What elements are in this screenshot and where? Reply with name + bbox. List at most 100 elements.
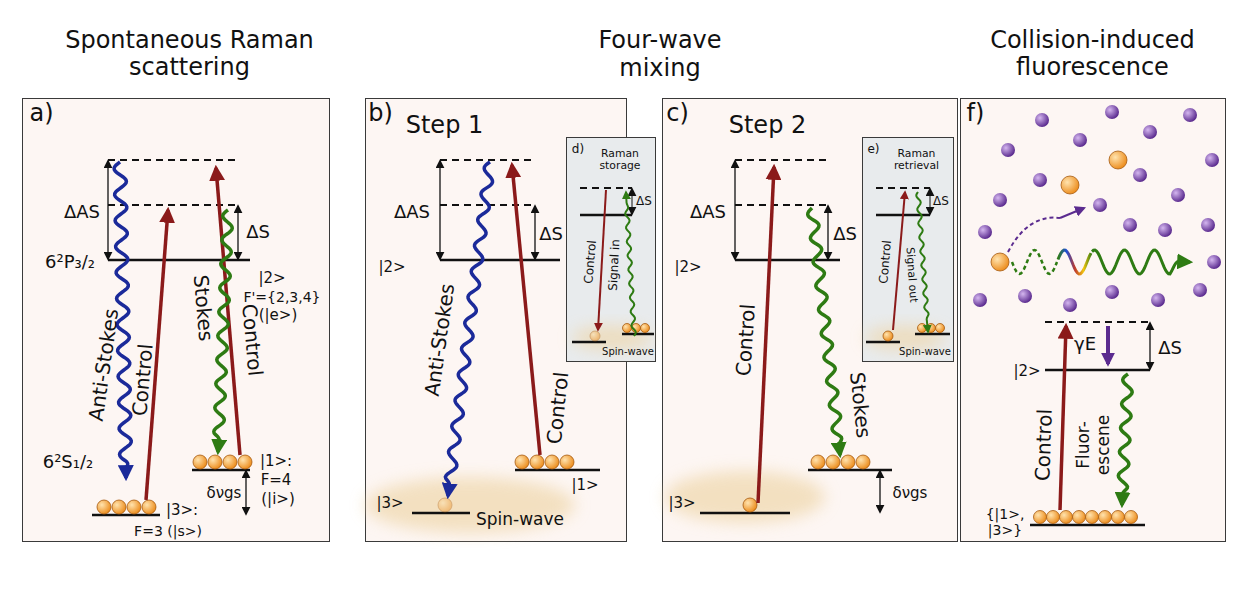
panel-label: c) <box>666 100 689 128</box>
atom <box>238 455 252 469</box>
diagram-label: (|e>) <box>259 307 298 324</box>
collision-path <box>1008 218 1060 252</box>
collision-path <box>1060 208 1084 218</box>
spin-wave-glow <box>665 471 825 523</box>
perturber-atom <box>1193 283 1207 297</box>
decay-arrow <box>1106 326 1110 364</box>
virtual-level <box>876 187 930 189</box>
diagram-label: Control <box>877 240 895 284</box>
diagram-label: F=3 (|s>) <box>134 523 202 539</box>
diagram-label: Control <box>732 303 760 377</box>
atom <box>641 324 650 333</box>
atom <box>127 500 141 514</box>
virtual-level <box>1045 321 1150 323</box>
detuning-arrow <box>1149 323 1150 369</box>
energy-level <box>572 341 606 344</box>
diagram-label: ΔS <box>833 224 857 245</box>
diagram-label: Anti-Stokes <box>421 282 460 397</box>
energy-level <box>192 469 250 472</box>
atom <box>1086 511 1099 524</box>
diagram-label: Signal out <box>903 247 919 303</box>
energy-level <box>735 259 840 262</box>
diagram-label: |1>: <box>260 453 292 470</box>
perturber-atom <box>1201 218 1215 232</box>
energy-level <box>866 341 900 344</box>
perturber-atom <box>1105 105 1119 119</box>
atom <box>1047 511 1060 524</box>
diagram-label: F'={2,3,4} <box>243 289 320 305</box>
photon-wave <box>916 192 928 332</box>
energy-level <box>1045 369 1150 372</box>
diagram-label: γE <box>1074 334 1096 355</box>
diagram-label: Spin-wave <box>476 510 564 530</box>
atom <box>918 324 927 333</box>
atom <box>1125 511 1138 524</box>
perturber-atom <box>1073 133 1087 147</box>
diagram-label: ΔS <box>539 224 563 245</box>
atom <box>936 324 945 333</box>
atom <box>841 455 855 469</box>
photon-wave <box>1058 250 1091 274</box>
diagram-label: Control <box>237 303 266 377</box>
detuning-arrow <box>237 206 238 259</box>
perturber-atom <box>1018 289 1032 303</box>
photon-wave <box>1012 250 1057 274</box>
diagram-label: Control <box>543 371 573 445</box>
laser-arrow <box>893 192 905 330</box>
perturber-atom <box>1063 298 1077 312</box>
energy-level <box>622 333 654 336</box>
diagram-label: Fluor- escene <box>1074 409 1113 481</box>
panel-label: Step 1 <box>406 112 484 140</box>
atom <box>1060 511 1073 524</box>
perturber-atom <box>1105 285 1119 299</box>
perturber-atom <box>1171 188 1185 202</box>
atom <box>438 498 452 512</box>
virtual-level <box>580 187 632 189</box>
diagram-label: 6²S₁/₂ <box>43 452 94 473</box>
energy-level <box>808 469 892 472</box>
panel-label: Step 2 <box>729 112 807 140</box>
atom <box>530 455 544 469</box>
perturber-atom <box>1133 168 1147 182</box>
spin-wave-glow <box>365 477 575 533</box>
laser-arrow <box>512 165 540 455</box>
panel-heading: Spontaneous Raman scattering <box>55 27 325 82</box>
diagram-label: |2> <box>1013 363 1040 380</box>
perturber-atom <box>993 193 1007 207</box>
atom <box>1112 511 1125 524</box>
atom <box>1099 511 1112 524</box>
panel-label: Raman retrieval <box>881 147 953 172</box>
perturber-atom <box>1123 218 1137 232</box>
diagram-label: |1> <box>571 477 598 494</box>
energy-level <box>700 512 790 515</box>
diagram-label: |2> <box>378 259 405 276</box>
detuning-arrow <box>632 189 633 214</box>
diagram-label: (|i>) <box>261 491 295 508</box>
virtual-level <box>735 204 828 206</box>
atom <box>927 324 936 333</box>
energy-level <box>876 214 930 217</box>
detuning-arrow <box>734 161 735 259</box>
diagram-label: ΔAS <box>394 202 430 223</box>
detuning-arrow <box>879 471 880 512</box>
detuning-arrow <box>827 206 828 259</box>
detuning-arrow <box>534 206 535 259</box>
laser-arrow <box>216 168 240 455</box>
perturber-atom <box>1143 125 1157 139</box>
diagram-label: Signal in <box>607 239 623 291</box>
diagram-label: |2> <box>674 259 701 276</box>
detuning-arrow <box>245 471 246 514</box>
atom <box>142 500 156 514</box>
perturber-atom <box>1093 198 1107 212</box>
photon-wave <box>1118 374 1132 505</box>
atom <box>991 253 1009 271</box>
atom <box>1109 151 1127 169</box>
atom <box>223 455 237 469</box>
perturber-atom <box>978 225 992 239</box>
diagram-label: |3> <box>668 495 695 512</box>
energy-level <box>440 259 560 262</box>
panel-label: d) <box>572 143 584 157</box>
atom <box>856 455 870 469</box>
